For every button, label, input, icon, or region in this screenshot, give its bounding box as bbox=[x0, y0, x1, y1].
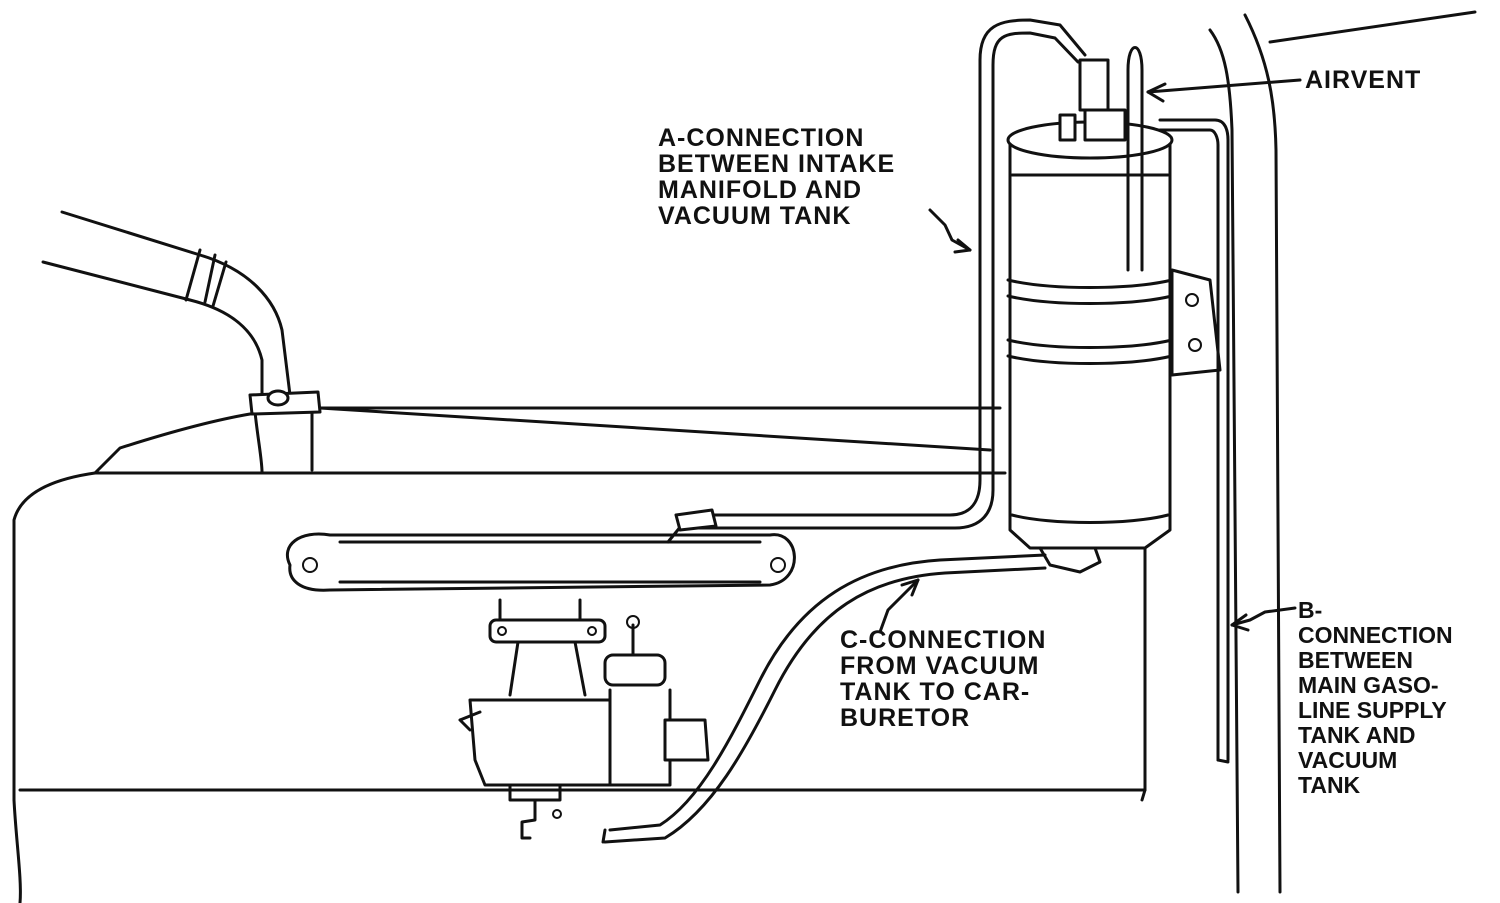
label-line: VACUUM bbox=[1298, 747, 1398, 773]
label-line: BETWEEN INTAKE bbox=[658, 150, 896, 178]
label-line: VACUUM TANK bbox=[658, 202, 852, 230]
pipe-c bbox=[601, 553, 1047, 844]
airvent-label: AIRVENT bbox=[1305, 66, 1422, 94]
label-line: MANIFOLD AND bbox=[658, 176, 863, 204]
label-line: TANK TO CAR- bbox=[840, 678, 1031, 706]
intake-manifold bbox=[286, 532, 796, 622]
label-line: TANK bbox=[1298, 772, 1361, 798]
label-line: MAIN GASO- bbox=[1298, 672, 1439, 698]
leader-lines bbox=[878, 78, 1302, 634]
dash-frame bbox=[1208, 10, 1477, 894]
connection-c-label: C-CONNECTION FROM VACUUM TANK TO CAR- BU… bbox=[840, 627, 1046, 731]
label-line: B- bbox=[1298, 597, 1323, 623]
label-line: BURETOR bbox=[840, 704, 971, 732]
carburetor bbox=[458, 615, 710, 840]
connection-b-label: B- CONNECTION BETWEEN MAIN GASO- LINE SU… bbox=[1298, 598, 1453, 798]
pipe-b bbox=[1158, 118, 1230, 764]
vacuum-tank bbox=[1006, 46, 1222, 574]
connection-a-label: A-CONNECTION BETWEEN INTAKE MANIFOLD AND… bbox=[658, 125, 895, 229]
label-line: FROM VACUUM bbox=[840, 652, 1040, 680]
label-line: BETWEEN bbox=[1298, 647, 1413, 673]
label-line: C-CONNECTION bbox=[840, 626, 1047, 654]
label-line: CONNECTION bbox=[1298, 622, 1453, 648]
label-line: LINE SUPPLY bbox=[1298, 697, 1447, 723]
label-line: A-CONNECTION bbox=[658, 124, 865, 152]
pipe-a bbox=[666, 18, 1087, 544]
label-line: TANK AND bbox=[1298, 722, 1416, 748]
engine-block bbox=[12, 393, 1147, 903]
intake-elbow bbox=[41, 210, 322, 416]
